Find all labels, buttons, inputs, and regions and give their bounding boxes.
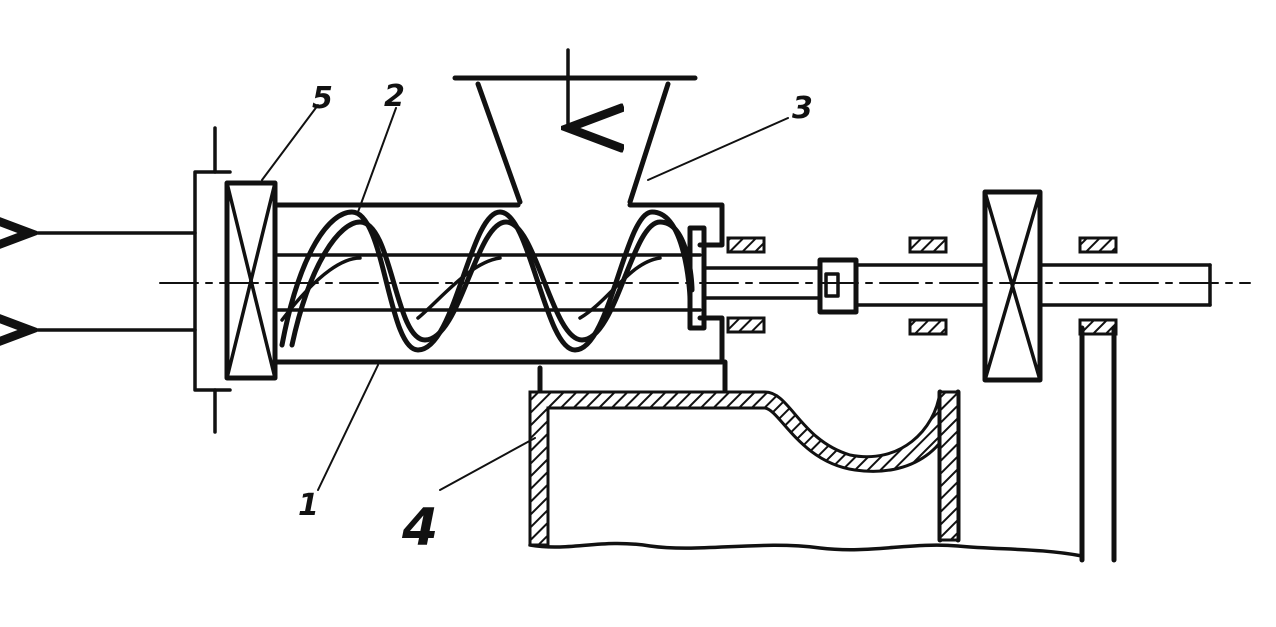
label-5: 5 bbox=[312, 81, 333, 116]
label-4: 4 bbox=[401, 498, 438, 558]
screw-flights-2 bbox=[279, 209, 695, 353]
part-labels: 5 2 3 1 4 bbox=[298, 79, 813, 558]
base-frame-4 bbox=[528, 359, 1084, 558]
leader-lines bbox=[261, 104, 789, 491]
bearings bbox=[726, 236, 1118, 336]
leader-2 bbox=[357, 107, 397, 213]
thrust-collar bbox=[687, 225, 707, 331]
shaft-coupling bbox=[817, 257, 859, 315]
label-3: 3 bbox=[792, 91, 813, 126]
leader-4 bbox=[439, 437, 536, 491]
leader-5 bbox=[261, 104, 319, 181]
outlet-arrows bbox=[30, 233, 197, 330]
label-2: 2 bbox=[384, 79, 405, 114]
leader-3 bbox=[647, 117, 789, 181]
feed-hopper bbox=[452, 48, 698, 205]
die-head-frame bbox=[193, 126, 232, 434]
leader-1 bbox=[317, 364, 379, 491]
barrel-1 bbox=[272, 202, 725, 365]
drive-pulley bbox=[982, 189, 1043, 383]
die-plate-5 bbox=[224, 180, 278, 381]
drive-shaft bbox=[702, 257, 1212, 315]
label-1: 1 bbox=[298, 488, 319, 523]
right-support bbox=[1078, 318, 1118, 563]
